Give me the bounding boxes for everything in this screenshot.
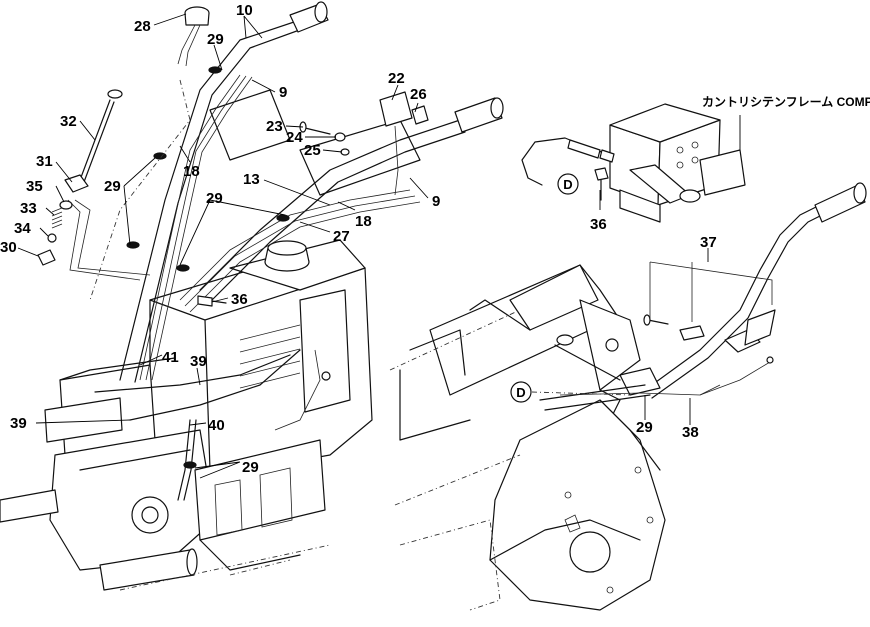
label-18-left: 18 [183, 163, 200, 180]
label-41: 41 [162, 349, 179, 366]
label-38: 38 [682, 424, 699, 441]
frame-caption: カントリシテンフレーム COMP [702, 95, 870, 109]
cultivator-assembly [389, 182, 867, 611]
label-29-bottom: 29 [242, 459, 259, 476]
label-31: 31 [36, 153, 53, 170]
part-labels: 28 10 29 9 32 31 35 33 34 30 29 18 22 26… [0, 2, 717, 476]
label-24: 24 [286, 129, 303, 146]
marker-d-mid: D [510, 381, 532, 403]
label-29-right: 29 [636, 419, 653, 436]
label-36-left: 36 [231, 291, 248, 308]
label-36-right: 36 [590, 216, 607, 233]
small-parts [37, 6, 429, 307]
label-29-left: 29 [104, 178, 121, 195]
label-39-left: 39 [10, 415, 27, 432]
marker-d-top: D [557, 173, 579, 195]
label-10: 10 [236, 2, 253, 19]
engine-assembly [0, 239, 373, 591]
label-37: 37 [700, 234, 717, 251]
label-32: 32 [60, 113, 77, 130]
label-9-left: 9 [279, 84, 287, 101]
label-35: 35 [26, 178, 43, 195]
marker-d-top-label: D [563, 177, 572, 192]
label-39-mid: 39 [190, 353, 207, 370]
label-28: 28 [134, 18, 151, 35]
label-13: 13 [243, 171, 260, 188]
label-27: 27 [333, 228, 350, 245]
country-frame-comp [521, 103, 746, 223]
label-29-top: 29 [207, 31, 224, 48]
label-34: 34 [14, 220, 31, 237]
label-33: 33 [20, 200, 37, 217]
label-25: 25 [304, 142, 321, 159]
handle-frame [89, 1, 504, 501]
leader-lines [17, 13, 709, 479]
label-30: 30 [0, 239, 17, 256]
label-26: 26 [410, 86, 427, 103]
label-22: 22 [388, 70, 405, 87]
label-40: 40 [208, 417, 225, 434]
label-29-mid: 29 [206, 190, 223, 207]
label-9-right: 9 [432, 193, 440, 210]
label-23: 23 [266, 118, 283, 135]
label-18-right: 18 [355, 213, 372, 230]
marker-d-mid-label: D [516, 385, 525, 400]
